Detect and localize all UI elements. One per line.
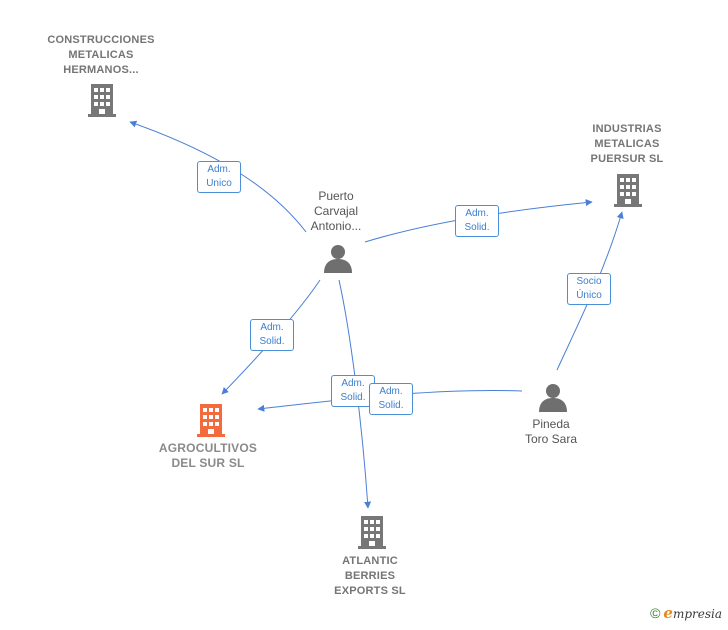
copyright-symbol: ©: [650, 605, 661, 621]
label-line: ATLANTIC: [342, 555, 398, 567]
label-line: DEL SUR SL: [171, 456, 245, 470]
edge-label-adm-solid[interactable]: Adm. Solid.: [250, 319, 294, 351]
building-icon[interactable]: [614, 174, 642, 207]
label-line: EXPORTS SL: [334, 585, 406, 597]
company-label-agrocultivos[interactable]: AGROCULTIVOS DEL SUR SL: [140, 441, 276, 471]
label-line: Pineda: [532, 417, 570, 431]
person-label-pineda[interactable]: Pineda Toro Sara: [505, 417, 597, 447]
label-line: METALICAS: [594, 138, 660, 150]
label-line: BERRIES: [344, 570, 396, 582]
edge-label-adm-solid[interactable]: Adm. Solid.: [369, 383, 413, 415]
label-line: CONSTRUCCIONES: [47, 34, 155, 46]
person-label-puerto[interactable]: Puerto Carvajal Antonio...: [290, 189, 382, 234]
company-label-construcciones[interactable]: CONSTRUCCIONES METALICAS HERMANOS...: [30, 33, 172, 78]
person-icon[interactable]: [324, 245, 352, 273]
edge-label-line: Unico: [206, 178, 232, 189]
edge-label-line: Adm.: [260, 322, 284, 333]
label-line: AGROCULTIVOS: [158, 441, 258, 455]
label-line: HERMANOS...: [63, 64, 139, 76]
label-line: PUERSUR SL: [590, 153, 664, 165]
building-icon-focus[interactable]: [197, 404, 225, 437]
label-line: Puerto: [318, 189, 354, 203]
label-line: Antonio...: [310, 219, 362, 233]
building-icon[interactable]: [88, 84, 116, 117]
edge-label-line: Adm.: [341, 378, 365, 389]
company-label-industrias[interactable]: INDUSTRIAS METALICAS PUERSUR SL: [568, 122, 686, 167]
edge-label-socio-unico[interactable]: Socio Único: [567, 273, 611, 305]
edge-label-line: Solid.: [378, 400, 404, 411]
footer-brand[interactable]: ©empresia: [650, 604, 722, 622]
edge-label-line: Solid.: [464, 222, 490, 233]
edge-label-adm-unico[interactable]: Adm. Unico: [197, 161, 241, 193]
brand-initial: e: [663, 604, 673, 622]
brand-logo: empresia: [663, 604, 722, 622]
edge-label-line: Adm.: [207, 164, 231, 175]
edge-label-adm-solid[interactable]: Adm. Solid.: [455, 205, 499, 237]
person-icon[interactable]: [539, 384, 567, 412]
label-line: Toro Sara: [524, 432, 578, 446]
edge-label-line: Único: [576, 290, 602, 301]
label-line: INDUSTRIAS: [592, 123, 662, 135]
edge-label-line: Adm.: [379, 386, 403, 397]
company-label-atlantic[interactable]: ATLANTIC BERRIES EXPORTS SL: [310, 554, 430, 599]
edge-label-line: Socio: [576, 276, 602, 287]
edge-label-line: Solid.: [259, 336, 285, 347]
edge-label-line: Solid.: [340, 392, 366, 403]
label-line: METALICAS: [68, 49, 134, 61]
label-line: Carvajal: [313, 204, 358, 218]
building-icon[interactable]: [358, 516, 386, 549]
edge-label-adm-solid[interactable]: Adm. Solid.: [331, 375, 375, 407]
edge-label-line: Adm.: [465, 208, 489, 219]
brand-rest: mpresia: [672, 607, 722, 621]
